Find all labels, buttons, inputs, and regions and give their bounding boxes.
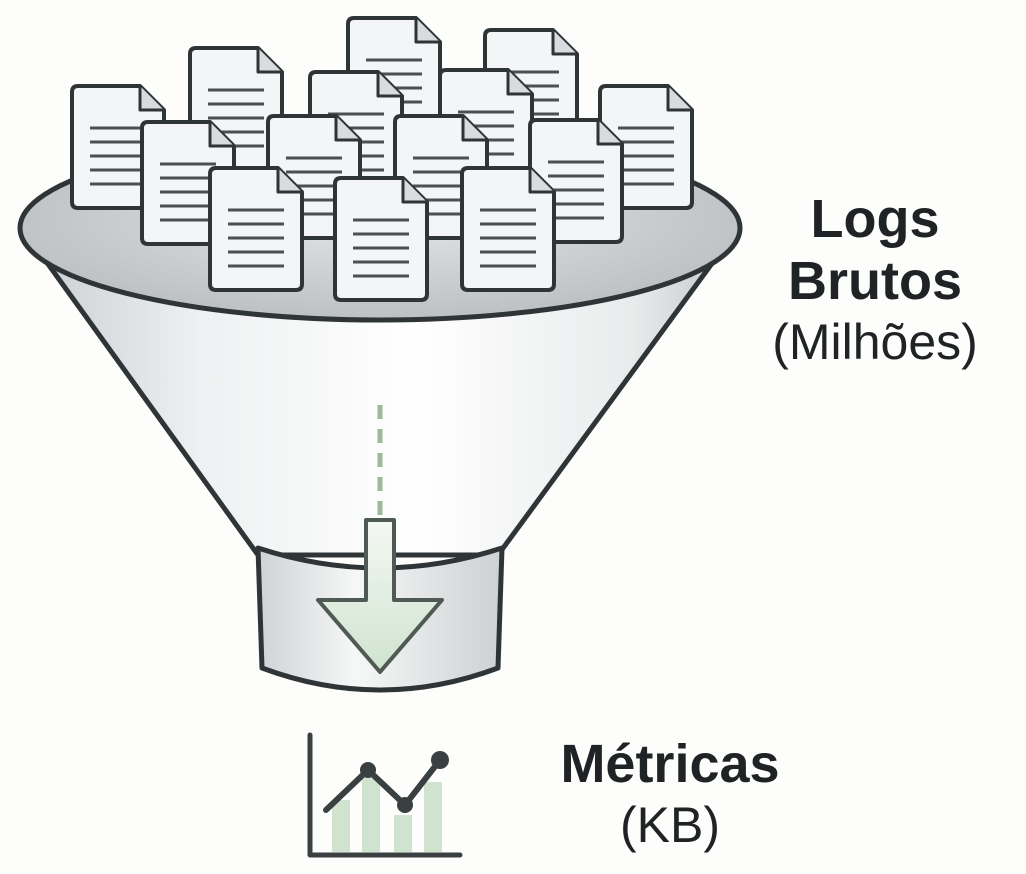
raw-logs-volume: (Milhões) (772, 314, 978, 370)
document-icon (333, 176, 429, 302)
raw-logs-title-line1: Logs (810, 189, 940, 249)
raw-log-documents (70, 16, 694, 302)
document-icon (208, 166, 304, 292)
metrics-volume: (KB) (620, 797, 720, 853)
raw-logs-label: Logs Brutos (Milhões) (730, 188, 1020, 372)
metrics-title: Métricas (560, 734, 780, 794)
metrics-label: Métricas (KB) (520, 733, 820, 855)
raw-logs-title-line2: Brutos (788, 251, 962, 311)
document-icon (460, 166, 556, 292)
arrow-down-icon (316, 405, 444, 674)
line-chart-icon (307, 732, 463, 858)
